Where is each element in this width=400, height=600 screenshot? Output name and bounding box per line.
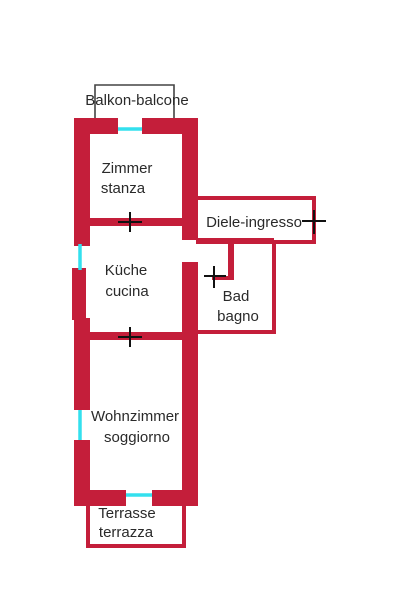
label-living-it: soggiorno — [104, 429, 170, 446]
label-kitchen-de: Küche — [105, 262, 148, 279]
label-balcony: Balkon-balcone — [85, 92, 188, 109]
balcony-railing — [94, 84, 175, 124]
wall-left-stub — [72, 268, 86, 320]
label-kitchen-it: cucina — [105, 283, 149, 300]
door-entrance — [302, 210, 326, 234]
label-terrace-it: terrazza — [99, 524, 154, 541]
label-hall: Diele-ingresso — [206, 214, 302, 231]
wall-left-lower-b — [74, 440, 90, 506]
hall-bath-outline — [198, 196, 316, 334]
door-bathroom — [204, 266, 226, 288]
door-bedroom-kitchen — [118, 212, 142, 232]
wall-left-upper — [74, 118, 90, 246]
wall-bottom-right — [152, 490, 198, 506]
label-terrace-de: Terrasse — [98, 505, 156, 522]
bath-partition — [228, 240, 234, 280]
label-bathroom-de: Bad — [223, 288, 250, 305]
balcony — [94, 84, 175, 124]
terrace-outline — [86, 506, 186, 548]
terrace — [86, 506, 186, 548]
label-living-de: Wohnzimmer — [91, 408, 179, 425]
annex-walls — [196, 196, 316, 334]
windows — [78, 127, 152, 497]
room-labels: Balkon-balcone Zimmer stanza Diele-ingre… — [85, 92, 302, 541]
doors — [118, 210, 326, 347]
wall-bottom-left — [74, 490, 126, 506]
door-kitchen-living — [118, 327, 142, 347]
wall-left-lower-a — [74, 318, 90, 410]
label-bedroom-it: stanza — [101, 180, 146, 197]
label-bathroom-it: bagno — [217, 308, 259, 325]
walls — [72, 118, 198, 506]
hall-bath-divider — [196, 238, 274, 244]
label-bedroom-de: Zimmer — [102, 160, 153, 177]
wall-right-kitchen — [182, 262, 198, 506]
wall-right-bedroom — [182, 118, 198, 240]
